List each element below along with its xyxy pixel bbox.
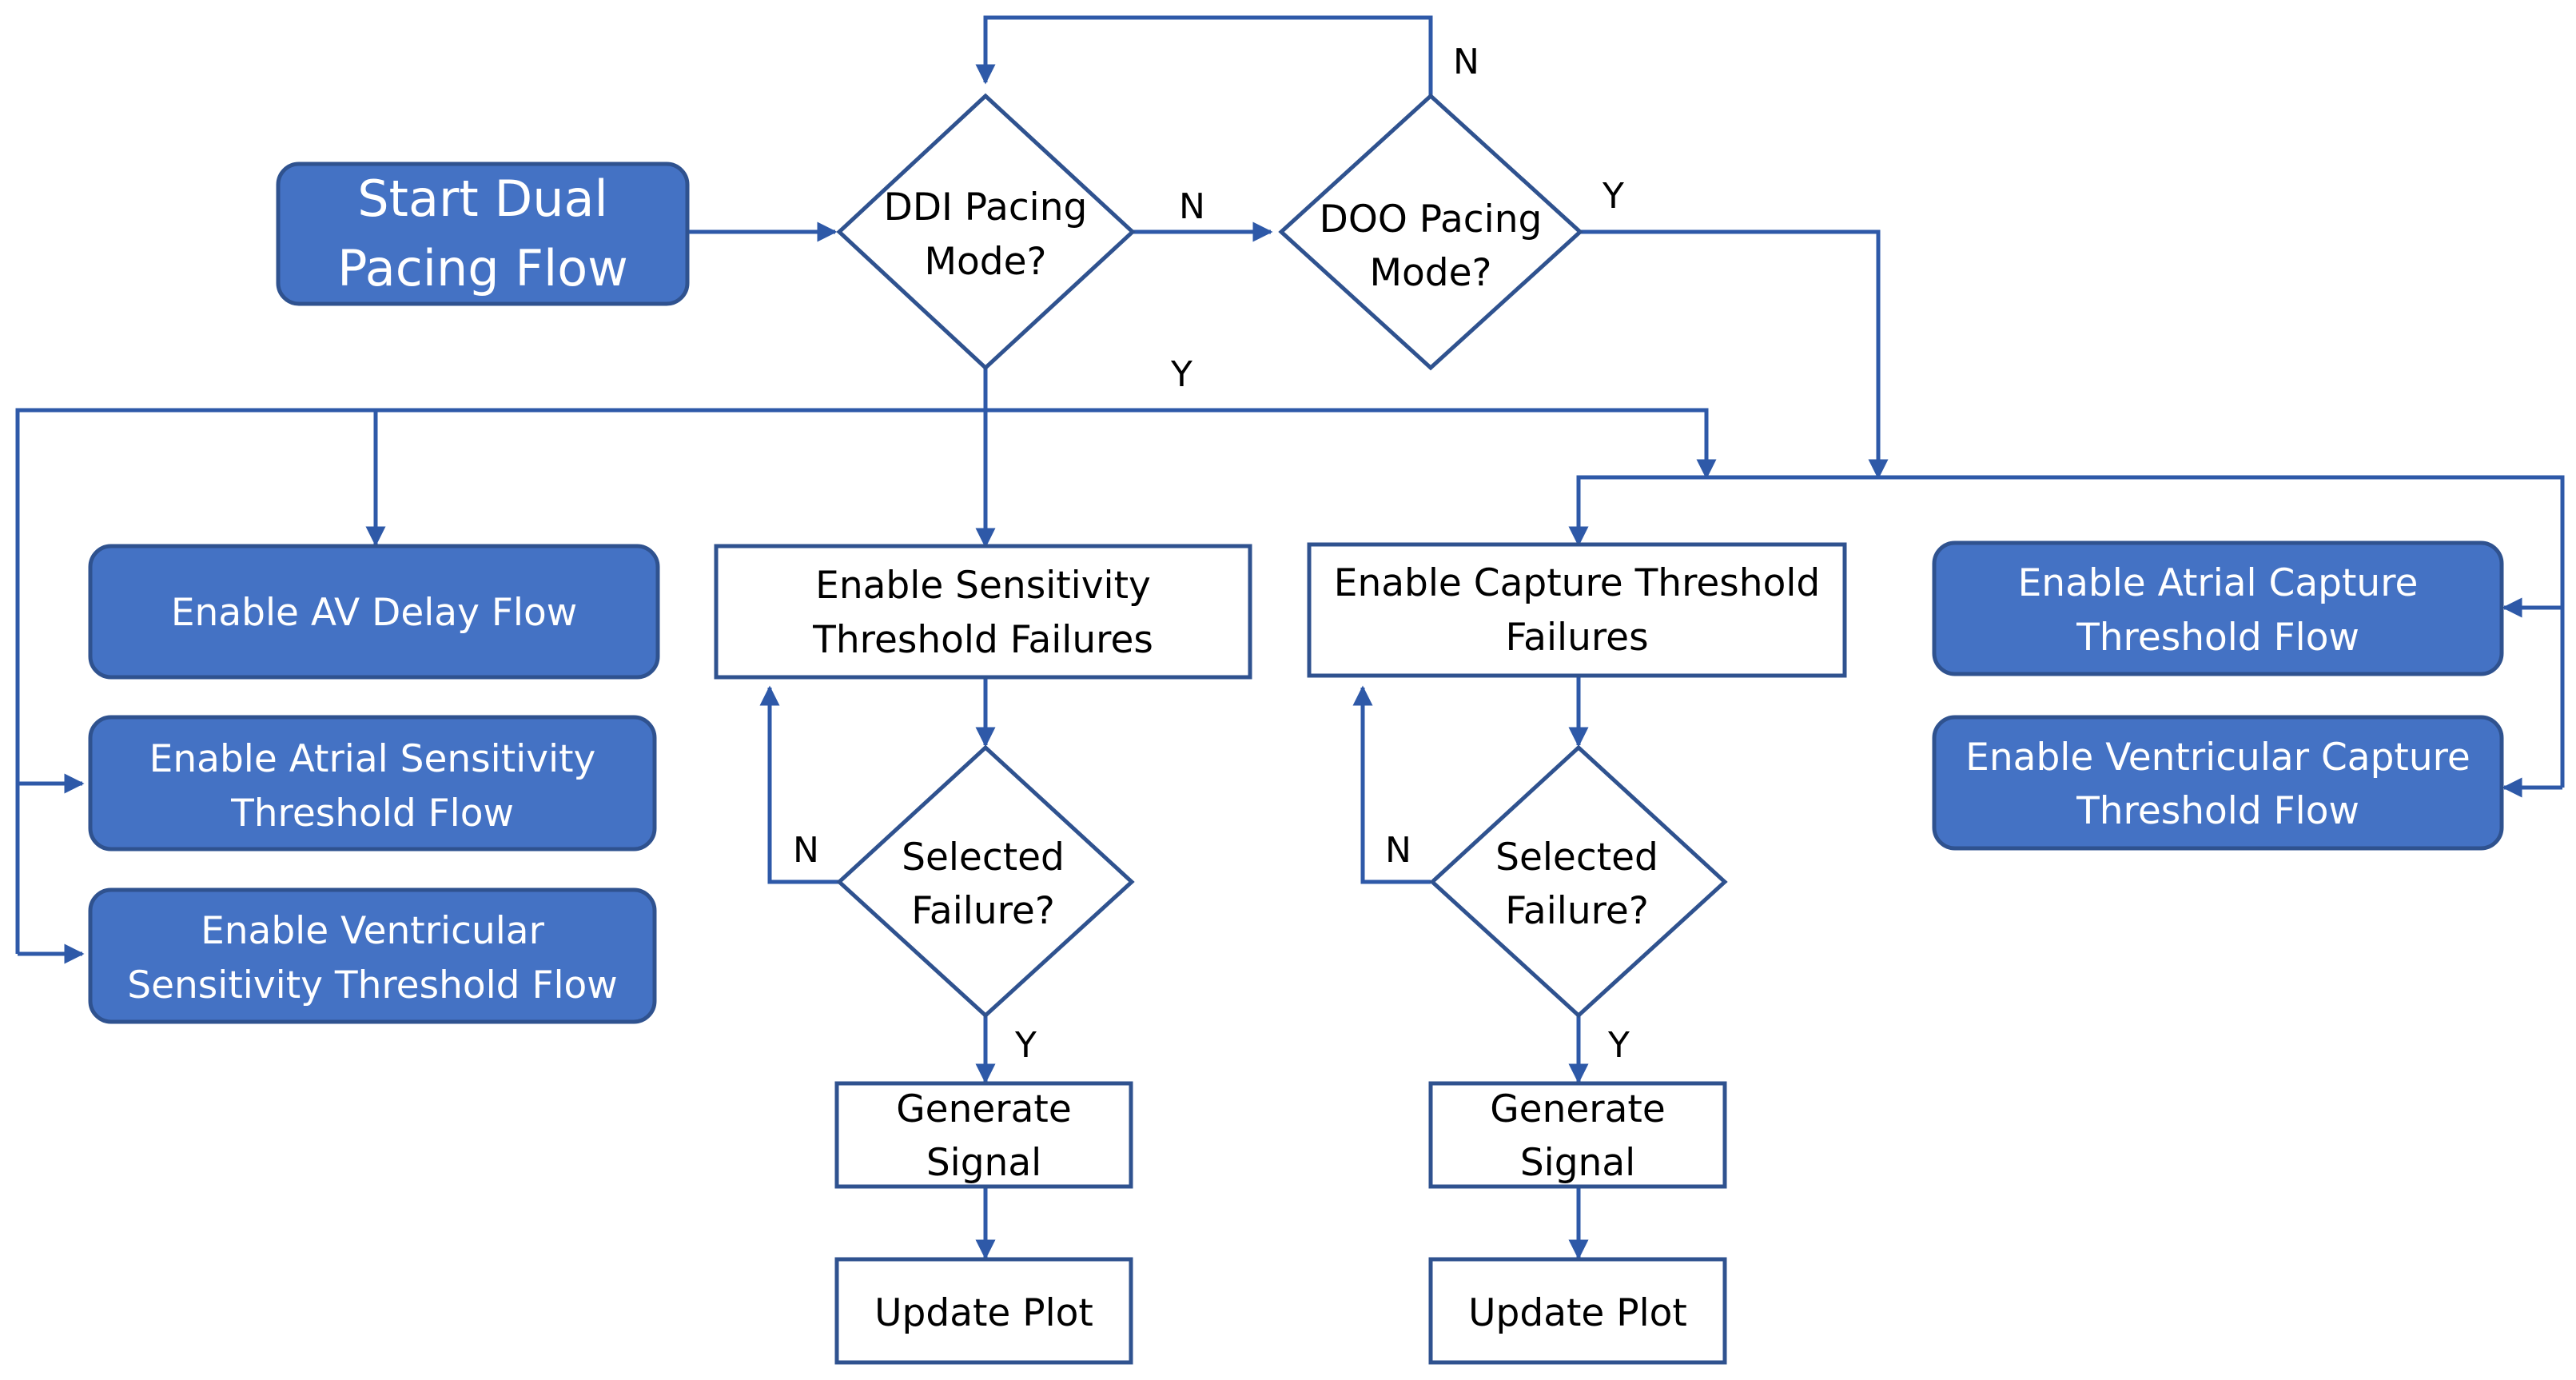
capture-failures-node[interactable]: Enable Capture Threshold Failures [1307,542,1847,678]
left-generate-label-1: Generate [896,1087,1072,1131]
capture-failures-label-1: Enable Capture Threshold [1334,561,1820,605]
doo-yes-label: Y [1602,176,1624,217]
ventricular-capture-label-2: Threshold Flow [2076,789,2359,833]
capture-failures-label-2: Failures [1505,616,1648,660]
right-selected-decision[interactable]: Selected Failure? [1429,744,1728,1019]
edge-right-selected-no [1352,685,1431,884]
right-selected-yes-label: Y [1607,1025,1630,1066]
ddi-decision-label-2: Mode? [924,240,1046,284]
ventricular-sensitivity-label-1: Enable Ventricular [201,909,545,953]
left-selected-label-2: Failure? [911,889,1055,933]
edge-left-selected-no [759,685,839,884]
doo-decision[interactable]: DOO Pacing Mode? [1278,93,1583,371]
ventricular-capture-label-1: Enable Ventricular Capture [1965,736,2470,780]
left-update-node[interactable]: Update Plot [834,1257,1133,1365]
atrial-capture-node[interactable]: Enable Atrial Capture Threshold Flow [1932,540,2504,676]
ddi-yes-label: Y [1170,354,1192,395]
edge-doo-yes [1580,229,1889,480]
sensitivity-failures-label-2: Threshold Failures [812,618,1153,662]
right-selected-no-label: N [1385,830,1411,871]
left-selected-label-1: Selected [902,836,1065,879]
ventricular-sensitivity-node[interactable]: Enable Ventricular Sensitivity Threshold… [88,887,657,1024]
connectors [15,15,2565,1260]
sensitivity-failures-label-1: Enable Sensitivity [815,564,1151,608]
ddi-decision[interactable]: DDI Pacing Mode? [836,93,1136,371]
left-update-label: Update Plot [874,1291,1093,1335]
right-generate-label-1: Generate [1490,1087,1666,1131]
ventricular-sensitivity-label-2: Sensitivity Threshold Flow [127,963,617,1007]
doo-no-label: N [1453,42,1479,82]
edge-doo-no-loop [975,15,1433,96]
right-update-label: Update Plot [1468,1291,1687,1335]
right-update-node[interactable]: Update Plot [1428,1257,1727,1365]
right-generate-node[interactable]: Generate Signal [1428,1081,1727,1189]
left-selected-yes-label: Y [1014,1025,1037,1066]
start-node[interactable]: Start Dual Pacing Flow [276,162,690,306]
left-generate-label-2: Signal [926,1141,1041,1185]
ddi-no-label: N [1179,186,1205,227]
doo-decision-label-1: DOO Pacing [1320,197,1543,241]
edge-labels: N Y N Y N Y N Y [793,42,1630,1066]
left-generate-node[interactable]: Generate Signal [834,1081,1133,1189]
atrial-sensitivity-label-2: Threshold Flow [230,792,514,836]
doo-decision-label-2: Mode? [1369,251,1491,295]
ventricular-capture-node[interactable]: Enable Ventricular Capture Threshold Flo… [1932,715,2504,851]
right-generate-label-2: Signal [1520,1141,1635,1185]
atrial-sensitivity-node[interactable]: Enable Atrial Sensitivity Threshold Flow [88,715,657,852]
av-delay-node[interactable]: Enable AV Delay Flow [88,544,660,680]
av-delay-label: Enable AV Delay Flow [171,591,577,635]
atrial-capture-label-2: Threshold Flow [2076,616,2359,660]
sensitivity-failures-node[interactable]: Enable Sensitivity Threshold Failures [714,544,1252,680]
right-selected-label-1: Selected [1495,836,1658,879]
start-node-label-1: Start Dual [357,170,607,228]
left-selected-no-label: N [793,830,819,871]
start-node-label-2: Pacing Flow [337,239,628,297]
ddi-decision-label-1: DDI Pacing [884,185,1088,229]
atrial-sensitivity-label-1: Enable Atrial Sensitivity [149,737,596,781]
left-selected-decision[interactable]: Selected Failure? [836,744,1135,1019]
atrial-capture-label-1: Enable Atrial Capture [2018,561,2419,605]
right-selected-label-2: Failure? [1505,889,1649,933]
